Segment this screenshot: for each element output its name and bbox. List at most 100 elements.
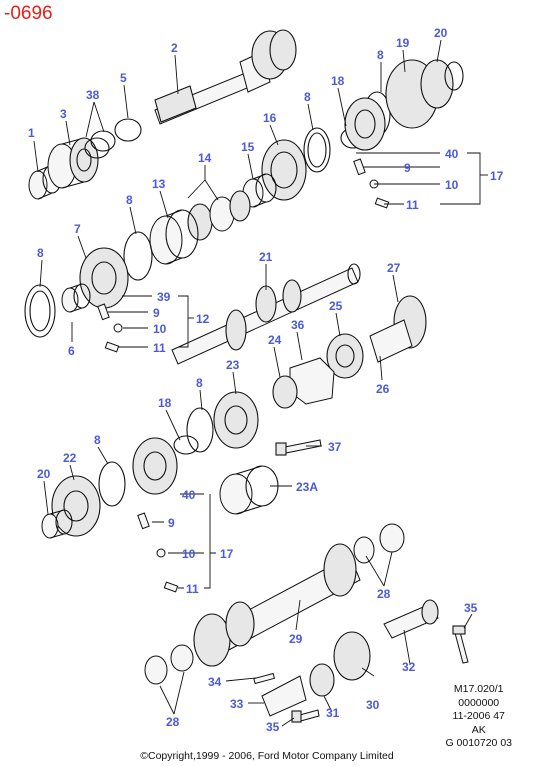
reference-line: 0000000 [458,696,500,709]
callout-37: 37 [328,440,342,454]
callout-2: 2 [171,41,178,55]
part-10-ball-b [113,323,123,333]
part-9-pin-c [137,512,150,530]
part-22-gear [51,475,101,537]
callout-10: 10 [445,178,459,192]
part-11-spring-b [104,341,120,353]
callout-30: 30 [366,698,380,712]
callout-7: 7 [74,222,81,236]
callout-20: 20 [434,26,448,40]
callout-34: 34 [208,675,222,689]
callout-35: 35 [266,720,280,734]
diagram-code: -0696 [4,3,53,24]
callout-18: 18 [331,74,345,88]
part-6-needle-bearing [61,283,91,313]
part-5-snap-ring [114,118,142,142]
callout-13: 13 [152,177,166,191]
callout-11: 11 [406,198,419,212]
callout-31: 31 [326,706,340,720]
part-7-synchro-hub [79,247,129,309]
part-2-input-shaft [154,29,297,125]
part-30-gear [333,631,371,681]
callout-21: 21 [259,250,273,264]
part-35-bolt-upper [452,625,469,664]
part-8-synchro-ring-c [123,231,153,281]
callout-18: 18 [158,396,172,410]
part-32-shaft [383,599,439,639]
part-28-bearing-upper [353,523,405,564]
leader-lines [33,39,488,727]
part-8-synchro-ring-d [24,284,56,338]
callout-35: 35 [464,601,478,615]
callout-17: 17 [220,547,234,561]
callout-11: 11 [153,341,166,355]
part-26-sleeve [369,319,413,363]
part-11-spring-a [374,197,390,209]
part-23A-collar [219,465,279,515]
callout-5: 5 [120,71,127,85]
callout-8: 8 [196,376,203,390]
part-24-needle-bearing [272,375,298,409]
callout-23: 23 [226,358,240,372]
callout-16: 16 [263,111,277,125]
part-19-synchro-assembly [344,97,386,151]
callout-20: 20 [37,467,51,481]
part-14-bearing-cage [187,190,251,241]
part-29-countershaft [193,543,361,667]
callout-10: 10 [182,547,196,561]
reference-line: M17.020/1 [453,683,504,695]
callout-17: 17 [490,169,504,183]
callout-9: 9 [153,306,160,320]
part-34-pin [253,672,276,685]
callout-27: 27 [387,261,401,275]
part-11-spring-c [163,581,179,593]
callout-33: 33 [230,697,244,711]
callout-28: 28 [377,587,391,601]
part-20-needle-bearing [41,509,73,539]
callout-8: 8 [37,246,44,260]
part-8-synchro-ring-f [98,461,126,507]
reference-line: AK [471,723,486,736]
callout-10: 10 [153,322,167,336]
part-10-ball-c [156,548,166,558]
callout-8: 8 [377,48,384,62]
part-8-synchro-ring-e [186,407,214,453]
callout-40: 40 [182,488,196,502]
part-35-bolt-lower [291,709,320,723]
part-13-bushing [149,209,199,265]
callout-36: 36 [291,318,305,332]
callout-14: 14 [198,151,212,165]
callout-32: 32 [402,660,416,674]
part-20-gear [385,59,464,129]
part-9-pin-a [353,158,366,176]
callout-9: 9 [404,161,411,175]
callout-12: 12 [196,312,210,326]
callout-11: 11 [186,582,199,596]
callout-19: 19 [396,36,410,50]
reference-line: 11-2006 47 [452,710,505,722]
part-9-pin-b [97,303,110,321]
callout-9: 9 [168,516,175,530]
callout-8: 8 [126,193,133,207]
callout-24: 24 [268,333,282,347]
callout-28: 28 [166,715,180,729]
callout-15: 15 [241,140,255,154]
callout-8: 8 [304,90,311,104]
reference-line: G 0010720 03 [445,737,512,749]
part-40-synchro-hub-b [132,437,178,495]
drawing-reference: M17.020/1 0000000 11-2006 47 AK G 001072… [445,683,512,751]
part-37-bolt [275,439,322,456]
callout-29: 29 [289,632,303,646]
part-25-bearing [326,333,364,379]
copyright-text: ©Copyright,1999 - 2006, Ford Motor Compa… [140,750,394,762]
part-23-gear [213,391,259,449]
part-28-bearing-lower [144,644,194,685]
callout-3: 3 [60,107,67,121]
callout-23A: 23A [296,480,318,494]
part-16-gear [261,139,307,201]
part-33-bracket [261,675,307,717]
part-8-synchro-ring-a [303,127,331,173]
callout-38: 38 [86,88,100,102]
part-38-snap-rings [84,130,116,159]
